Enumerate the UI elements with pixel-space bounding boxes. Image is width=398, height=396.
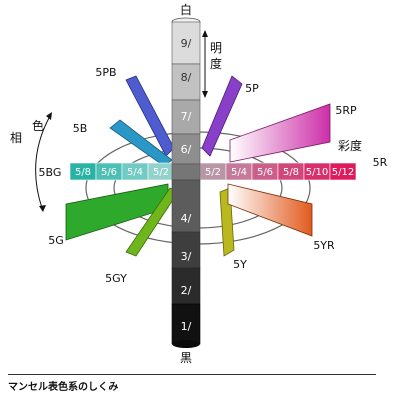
value-arrow-up (202, 30, 208, 37)
value-block-6 (171, 133, 201, 165)
hue-label-5yr: 5YR (313, 239, 335, 252)
hue-axis-label-2: 色 (32, 119, 44, 133)
chip-right-1-label: 5/2 (205, 167, 221, 178)
value-label-1: 1/ (181, 320, 192, 333)
value-block-7 (171, 99, 201, 135)
hue-fin-5g (65, 183, 169, 241)
hue-label-5gy: 5GY (105, 272, 127, 285)
hue-arrow-top (46, 112, 52, 120)
caption-divider (8, 374, 376, 375)
chip-left-4-label: 5/2 (153, 167, 169, 178)
black-label: 黒 (180, 351, 192, 365)
value-block-1 (171, 303, 201, 345)
chip-right-4-label: 5/8 (283, 167, 299, 178)
chip-left-1-label: 5/8 (75, 167, 91, 178)
hue-label-5y: 5Y (233, 258, 247, 271)
figure-caption: マンセル表色系のしくみ (8, 382, 119, 393)
hue-label-5pb: 5PB (95, 66, 116, 79)
chroma-strip-left: 5/8 5/6 5/4 5/2 (69, 162, 175, 181)
chip-right-3-label: 5/6 (257, 167, 273, 178)
chip-right-2-label: 5/4 (231, 167, 247, 178)
white-label: 白 (180, 2, 192, 17)
value-label-4: 4/ (181, 212, 192, 225)
chip-right-6 (329, 162, 357, 181)
hue-fin-5yr (227, 183, 313, 237)
value-label-8: 8/ (181, 71, 192, 84)
chip-left-3-label: 5/4 (127, 167, 143, 178)
column-bottom (172, 340, 200, 348)
value-axis-label-1: 明 (210, 41, 222, 55)
chroma-strip-right: 5/2 5/4 5/6 5/8 5/10 5/12 (199, 162, 357, 181)
hue-label-5g: 5G (48, 234, 64, 247)
value-column (171, 17, 201, 348)
value-label-7: 7/ (181, 110, 192, 123)
value-block-3 (171, 231, 201, 269)
value-label-9: 9/ (181, 37, 192, 50)
chip-left-2-label: 5/6 (101, 167, 117, 178)
hue-fin-5p (201, 75, 243, 157)
chroma-axis-label: 彩度 (338, 138, 362, 153)
value-arrow-down (202, 91, 208, 98)
value-label-2: 2/ (181, 284, 192, 297)
hue-label-5bg: 5BG (39, 166, 62, 179)
chip-right-6-label: 5/12 (332, 167, 354, 178)
hue-fin-5rp (229, 103, 331, 163)
value-block-4 (171, 179, 201, 233)
hue-label-5r: 5R (373, 156, 388, 169)
hue-label-5rp: 5RP (335, 104, 357, 117)
chip-right-5-label: 5/10 (306, 167, 328, 178)
hue-axis-label-1: 相 (10, 131, 22, 145)
value-block-5 (171, 163, 201, 181)
hue-label-5b: 5B (73, 122, 88, 135)
value-axis-label-2: 度 (210, 56, 222, 71)
value-block-8 (171, 63, 201, 101)
value-label-6: 6/ (181, 143, 192, 156)
hue-label-5p: 5P (245, 82, 259, 95)
hue-arc-arrow (35, 115, 51, 209)
value-label-3: 3/ (181, 250, 192, 263)
value-block-2 (171, 267, 201, 305)
hue-arrow-bottom (39, 205, 46, 212)
